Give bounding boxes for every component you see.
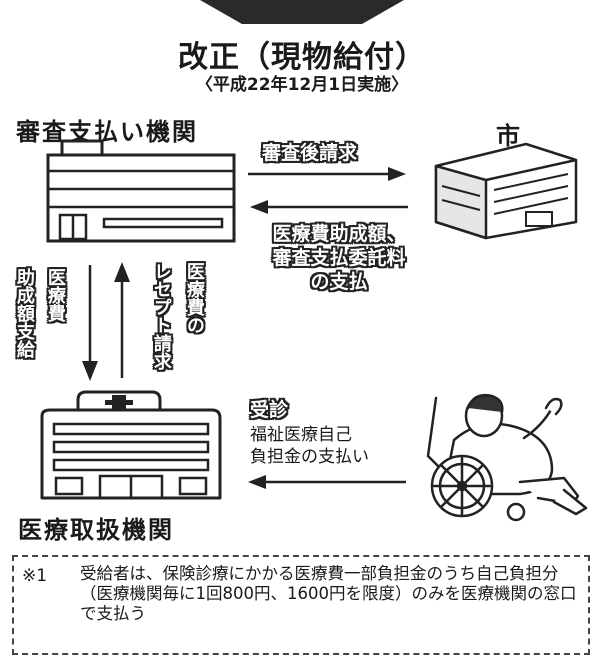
note-box <box>12 555 590 655</box>
top-down-arrow <box>200 0 404 24</box>
subsidy-payment-line2: 審査支払委託料 <box>272 247 406 269</box>
subsidy-payment-label: 医療費助成額、 審査支払委託料 の支払 <box>250 222 428 294</box>
review-agency-building-icon <box>46 139 236 243</box>
arrow-down-to-medical <box>82 265 98 381</box>
subsidy-payment-line1: 医療費助成額、 <box>272 223 406 245</box>
post-review-claim-label: 審査後請求 <box>262 142 358 164</box>
hospital-building-icon <box>40 390 222 500</box>
wheelchair-patient-illustration <box>426 394 588 522</box>
consultation-label: 受診 <box>250 399 289 421</box>
city-building-icon <box>434 142 578 240</box>
subsidy-payment-line3: の支払 <box>310 271 368 293</box>
vertical-up-col2: レセプト請求 <box>150 262 172 370</box>
vertical-up-col1: 医療費の <box>183 262 205 334</box>
note-mark: ※1 <box>22 566 48 586</box>
note-text: 受給者は、保険診療にかかる医療費一部負担金のうち自己負担分（医療機関毎に1回80… <box>80 564 577 623</box>
vertical-down-col2: 助成額支給 <box>13 268 35 358</box>
medical-institution-label: 医療取扱機関 <box>18 516 174 544</box>
arrow-to-city <box>248 167 406 181</box>
arrow-up-to-review-agency <box>114 262 130 378</box>
copay-label: 福祉医療自己 負担金の支払い <box>250 424 369 468</box>
arrow-to-medical-institution <box>248 475 406 489</box>
review-agency-label: 審査支払い機関 <box>16 118 198 146</box>
arrow-to-review-agency <box>250 200 408 214</box>
vertical-down-col1: 医療費 <box>44 268 66 322</box>
page-subtitle: 〈平成22年12月1日実施〉 <box>195 75 409 95</box>
page-title: 改正（現物給付） <box>178 40 426 75</box>
copay-line2: 負担金の支払い <box>250 447 369 467</box>
copay-line1: 福祉医療自己 <box>250 425 352 445</box>
